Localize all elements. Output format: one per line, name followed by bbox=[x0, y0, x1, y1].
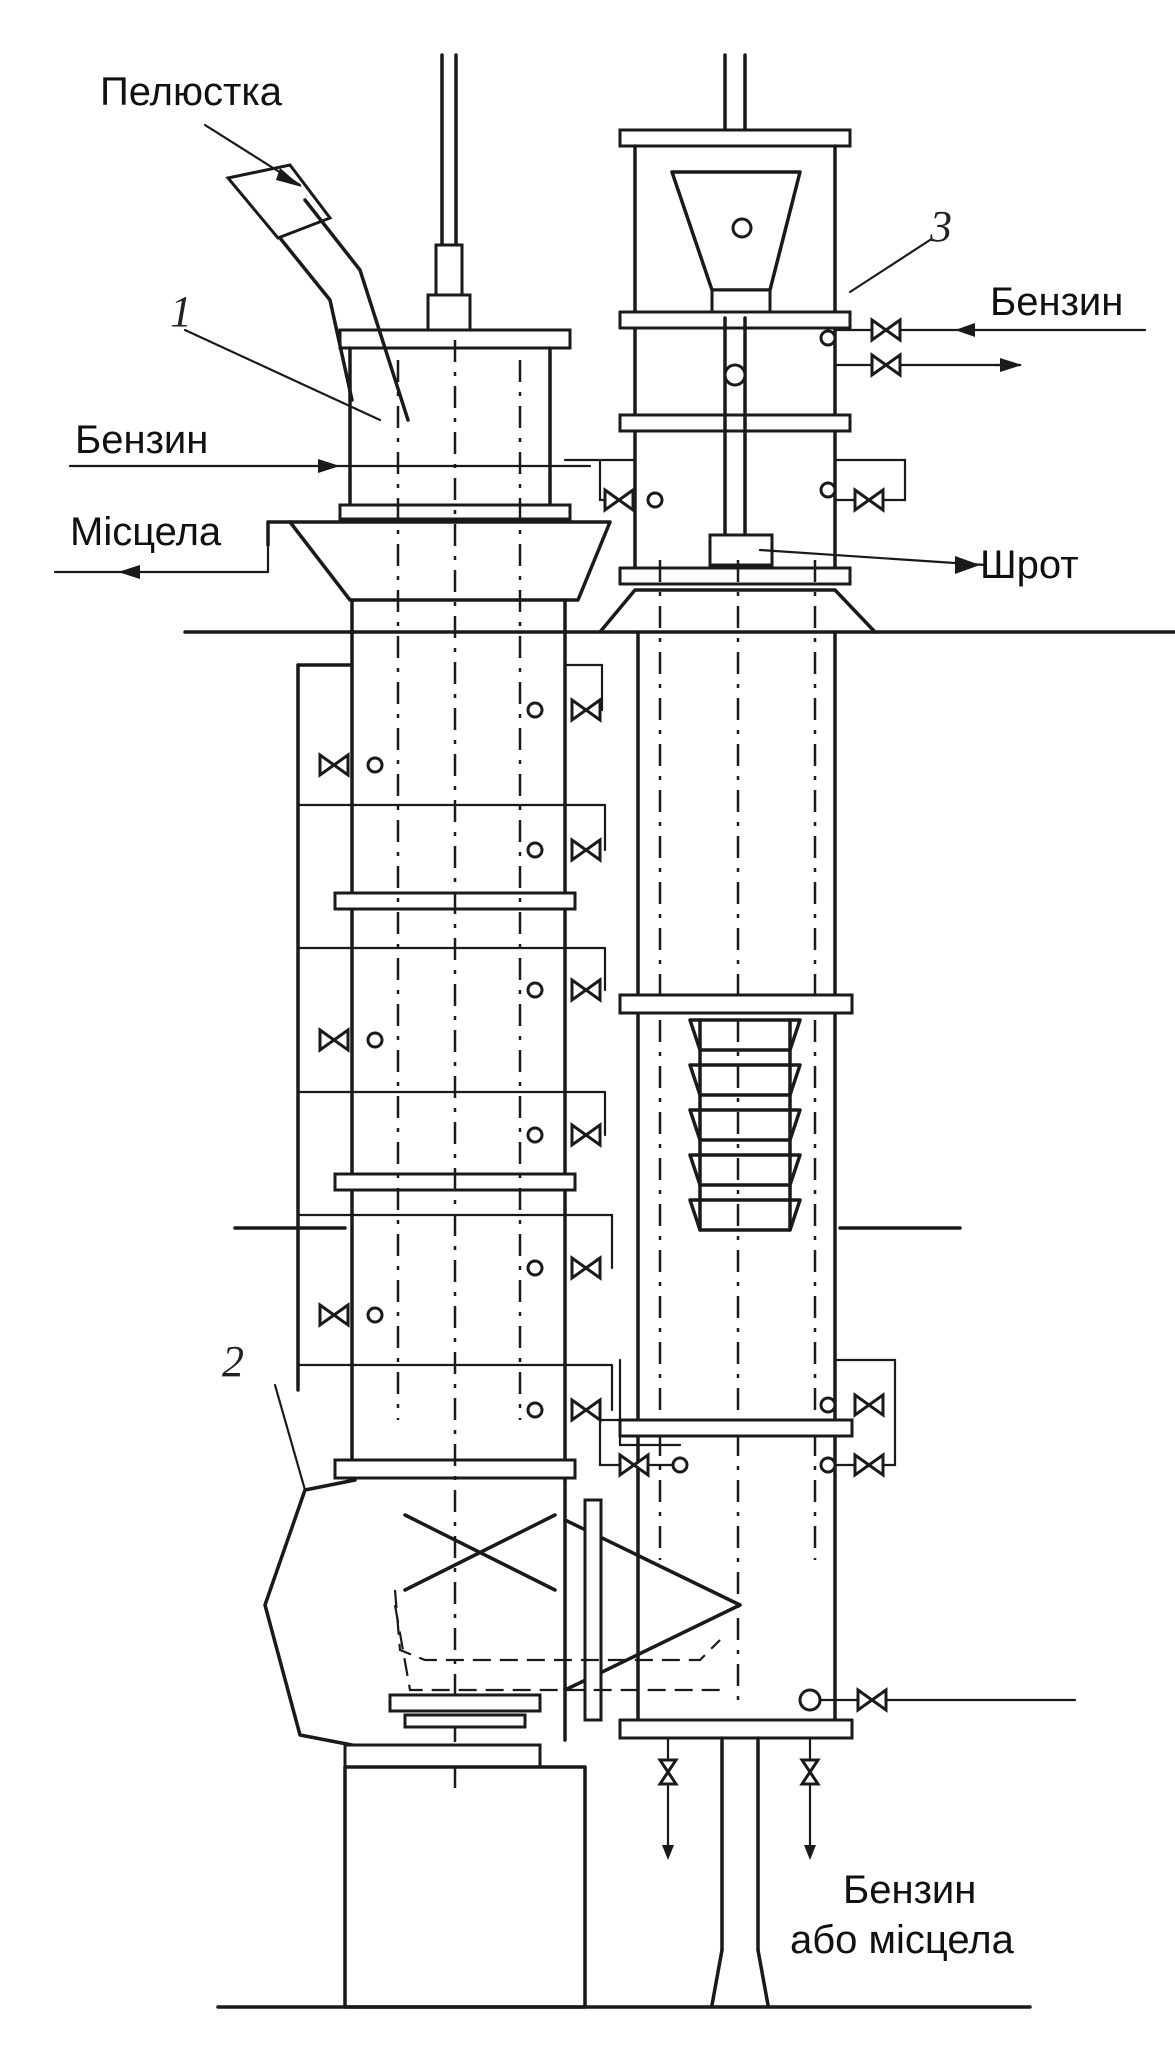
right-piping bbox=[563, 317, 1147, 1478]
screw-conveyor bbox=[688, 1018, 802, 1232]
left-column bbox=[225, 53, 612, 2009]
label-benzin-inlet-top: Бензин bbox=[990, 280, 1124, 324]
label-benzin-inlet-left: Бензин bbox=[75, 418, 209, 462]
floor-lines bbox=[183, 630, 1175, 2009]
number-1: 1 bbox=[170, 287, 192, 336]
left-piping bbox=[296, 663, 614, 1423]
label-shrot-outlet: Шрот bbox=[980, 543, 1079, 587]
label-petal: Пелюстка bbox=[100, 70, 282, 114]
label-miscela-outlet: Місцела bbox=[70, 510, 222, 554]
leader-lines bbox=[183, 238, 932, 1492]
label-bottom-outlet-line1: Бензин bbox=[843, 1868, 977, 1912]
flow-lines bbox=[53, 123, 1022, 579]
right-column bbox=[393, 53, 1077, 2007]
number-2: 2 bbox=[222, 1337, 244, 1386]
label-bottom-outlet-line2: або місцела bbox=[790, 1918, 1014, 1962]
number-3: 3 bbox=[930, 202, 952, 251]
